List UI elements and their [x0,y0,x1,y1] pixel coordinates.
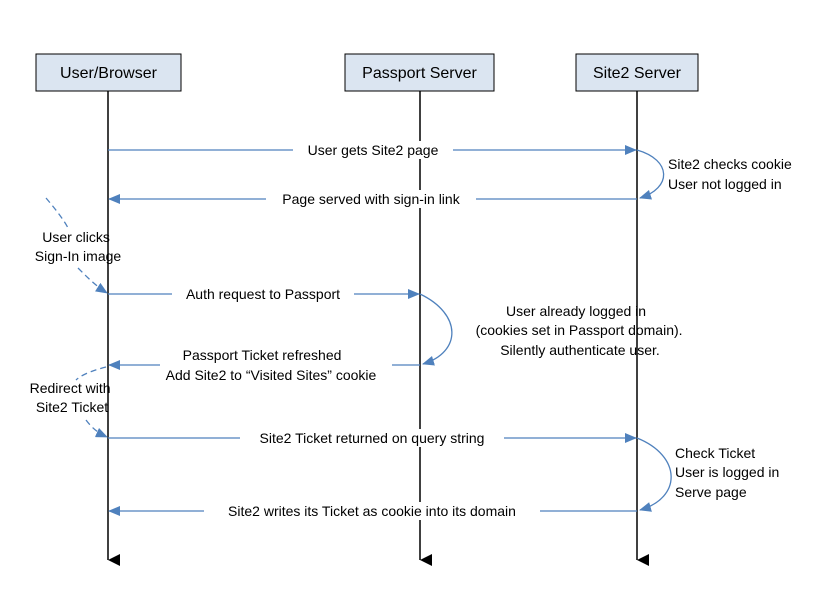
note-user-clicks-sign-in: User clicks Sign-In image [35,229,122,264]
self-arrow-site2-check [636,149,665,200]
message-label-page-served: Page served with sign-in link [282,191,460,207]
note-user-already-logged-in: User already logged in (cookies set in P… [476,303,687,358]
actor-passport-server-label: Passport Server [362,65,477,82]
message-label-site2-writes-ticket: Site2 writes its Ticket as cookie into i… [228,503,516,519]
message-label-get-site2-page: User gets Site2 page [308,142,439,158]
actor-site2-server-label: Site2 Server [593,65,682,82]
message-label-auth-request: Auth request to Passport [186,286,340,302]
actor-user-browser: User/Browser [35,53,182,92]
actor-user-browser-label: User/Browser [60,65,158,82]
actor-site2-server: Site2 Server [575,53,699,92]
dashed-arrow-user-clicks-bottom [77,267,108,294]
message-label-site2-ticket-returned: Site2 Ticket returned on query string [260,430,485,446]
note-redirect-with-site2-ticket: Redirect with Site2 Ticket [30,380,115,415]
note-site2-checks-cookie: Site2 checks cookie User not logged in [668,156,796,192]
note-check-ticket: Check Ticket User is logged in Serve pag… [675,445,783,500]
message-label-passport-ticket-refreshed: Passport Ticket refreshed Add Site2 to “… [166,347,377,383]
dashed-arrow-user-clicks-top [45,197,69,229]
self-arrow-passport-authenticate [419,293,453,366]
actor-passport-server: Passport Server [344,53,495,92]
dashed-arrow-redirect-bottom [85,419,108,438]
self-arrow-site2-check-ticket [636,437,672,512]
dashed-arrow-redirect-top [75,366,107,381]
